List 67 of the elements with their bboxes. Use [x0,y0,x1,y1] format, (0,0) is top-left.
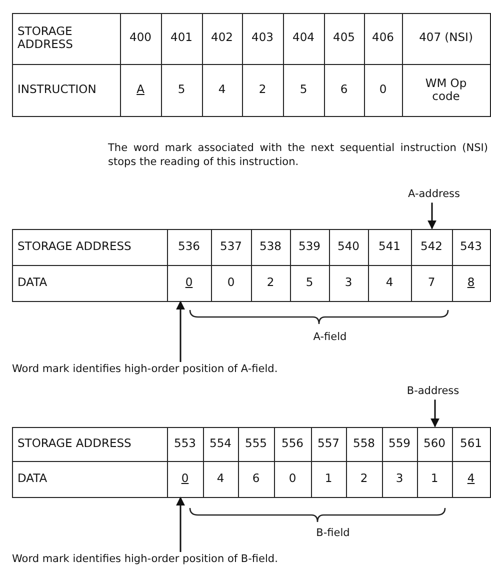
table-cell: 1 [418,462,452,498]
table-cell: 561 [452,426,490,462]
table-cell: 5 [162,64,202,116]
table-cell: 6 [324,64,364,116]
table-cell: 0 [212,266,252,302]
table-cell: 3 [382,462,418,498]
table-cell: 557 [312,426,346,462]
row-header-cell: INSTRUCTION [12,64,120,116]
field-label: B-field [315,527,351,541]
table-cell: 3 [330,266,368,302]
table-cell: 4 [452,462,490,498]
table-cell: 4 [202,64,242,116]
table-cell: 403 [242,12,284,64]
table-cell: 405 [324,12,364,64]
table-cell: 553 [168,426,204,462]
arrow [176,496,185,552]
pointer-label: A-address [379,188,489,202]
table-cell: 400 [120,12,162,64]
field-label: A-field [312,331,348,345]
pointer-label: B-address [378,385,488,399]
table-cell: 0 [168,266,212,302]
table-cell: 2 [346,462,382,498]
table-cell: 560 [418,426,452,462]
table-cell: 558 [346,426,382,462]
table-cell: 543 [452,228,490,266]
row-header-cell: STORAGE ADDRESS [12,426,168,462]
note-text: Word mark identifies high-order position of B-field. [12,553,278,567]
table-cell: 407 (NSI) [402,12,490,64]
table-cell: 5 [290,266,330,302]
note-text: The word mark associated with the next sequential instruction (NSI) stops the reading of this instruction. [108,142,488,170]
row-header-cell: DATA [12,266,168,302]
table-cell: 559 [382,426,418,462]
table-cell: A [120,64,162,116]
table-cell: 401 [162,12,202,64]
note-text: Word mark identifies high-order position of A-field. [12,363,278,377]
table-cell: 554 [204,426,238,462]
table-cell: 404 [284,12,324,64]
table-cell: WM Op code [402,64,490,116]
table-cell: 2 [252,266,290,302]
table-cell: 8 [452,266,490,302]
table-cell: 537 [212,228,252,266]
table-cell: 2 [242,64,284,116]
arrow [176,300,185,362]
table-cell: 0 [168,462,204,498]
table-cell: 541 [368,228,412,266]
table-cell: 538 [252,228,290,266]
table-cell: 540 [330,228,368,266]
table-cell: 4 [204,462,238,498]
table-cell: 555 [238,426,274,462]
table-cell: 539 [290,228,330,266]
arrow [428,202,436,230]
table-cell: 542 [412,228,452,266]
arrow [430,400,440,428]
table-cell: 0 [364,64,402,116]
table-cell: 1 [312,462,346,498]
table-cell: 536 [168,228,212,266]
table-cell: 5 [284,64,324,116]
table-cell: 4 [368,266,412,302]
table-cell: 6 [238,462,274,498]
row-header-cell: DATA [12,462,168,498]
table-cell: 406 [364,12,402,64]
row-header-cell: STORAGE ADDRESS [12,12,120,64]
row-header-cell: STORAGE ADDRESS [12,228,168,266]
table-cell: 0 [274,462,312,498]
table-cell: 7 [412,266,452,302]
table-cell: 556 [274,426,312,462]
table-cell: 402 [202,12,242,64]
